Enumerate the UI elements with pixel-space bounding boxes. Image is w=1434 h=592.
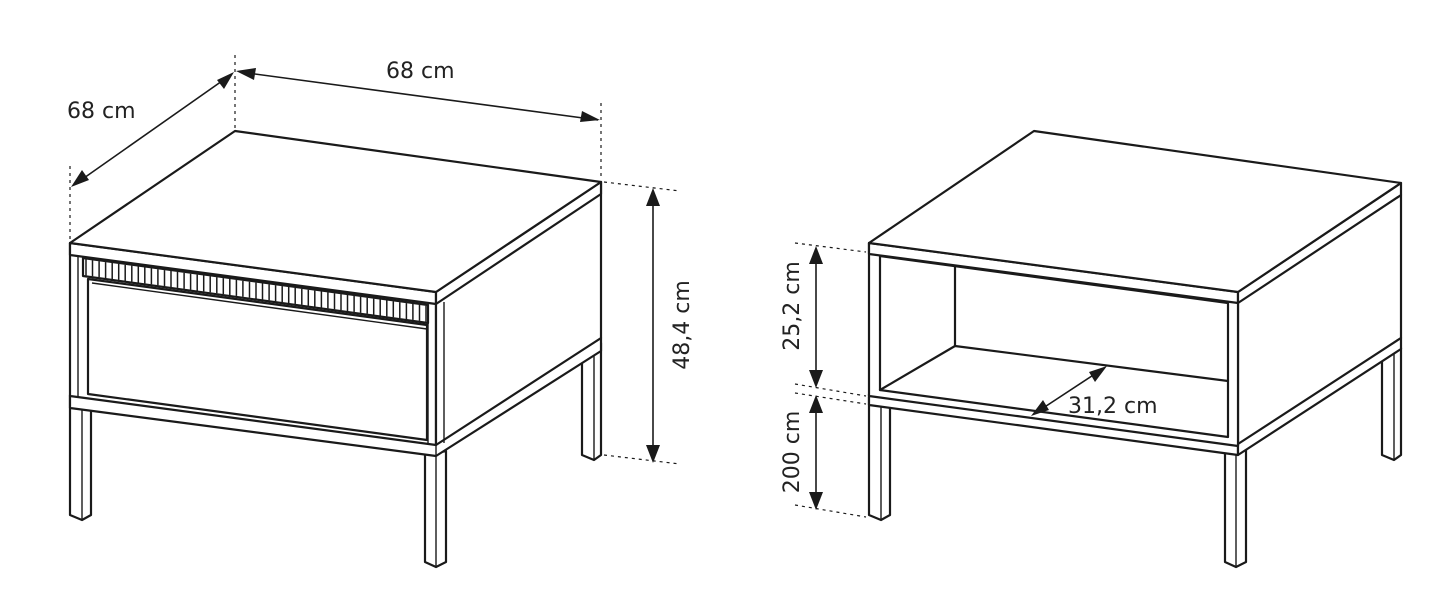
width-label: 68 cm [386,59,455,84]
leg-arrow-top [809,395,823,413]
drawer-front [86,277,429,442]
open-shelf-table [867,129,1403,569]
height-label: 48,4 cm [670,280,695,370]
opening-arrow-top [809,246,823,264]
right-back-leg [1380,343,1403,462]
shelf-arrow-bottom [1031,400,1049,416]
compartment-shelf-edge [878,344,957,392]
shelf-arrow-top [1089,366,1107,382]
left-dimensions: 68 cm 68 cm 48,4 cm [67,55,695,465]
right-front-left-leg [867,395,892,522]
width-arrow-left [236,68,256,80]
opening-height-label: 25,2 cm [780,261,805,351]
shelf-depth-label: 31,2 cm [1068,394,1158,419]
width-arrow-right [580,111,600,122]
leg-arrow-bottom [809,492,823,510]
height-arrow-top [646,188,660,206]
height-arrow-bottom [646,445,660,463]
right-dimensions: 25,2 cm 200 cm 31,2 cm [780,242,1158,518]
opening-arrow-bottom [809,370,823,388]
left-front-left-leg [68,394,93,522]
width-dimension-line [239,71,599,121]
right-bottom-side-edge [1236,336,1403,457]
leg-height-label: 200 cm [780,411,805,494]
fluted-strip [81,256,430,325]
fluted-grooves [85,259,427,322]
depth-arrow-bottom [71,170,89,187]
left-tabletop [68,129,603,294]
depth-dimension-line [73,73,233,186]
right-tabletop [867,129,1403,294]
depth-label: 68 cm [67,99,136,124]
nightstand-with-drawer [68,129,603,569]
depth-arrow-top [217,72,234,89]
